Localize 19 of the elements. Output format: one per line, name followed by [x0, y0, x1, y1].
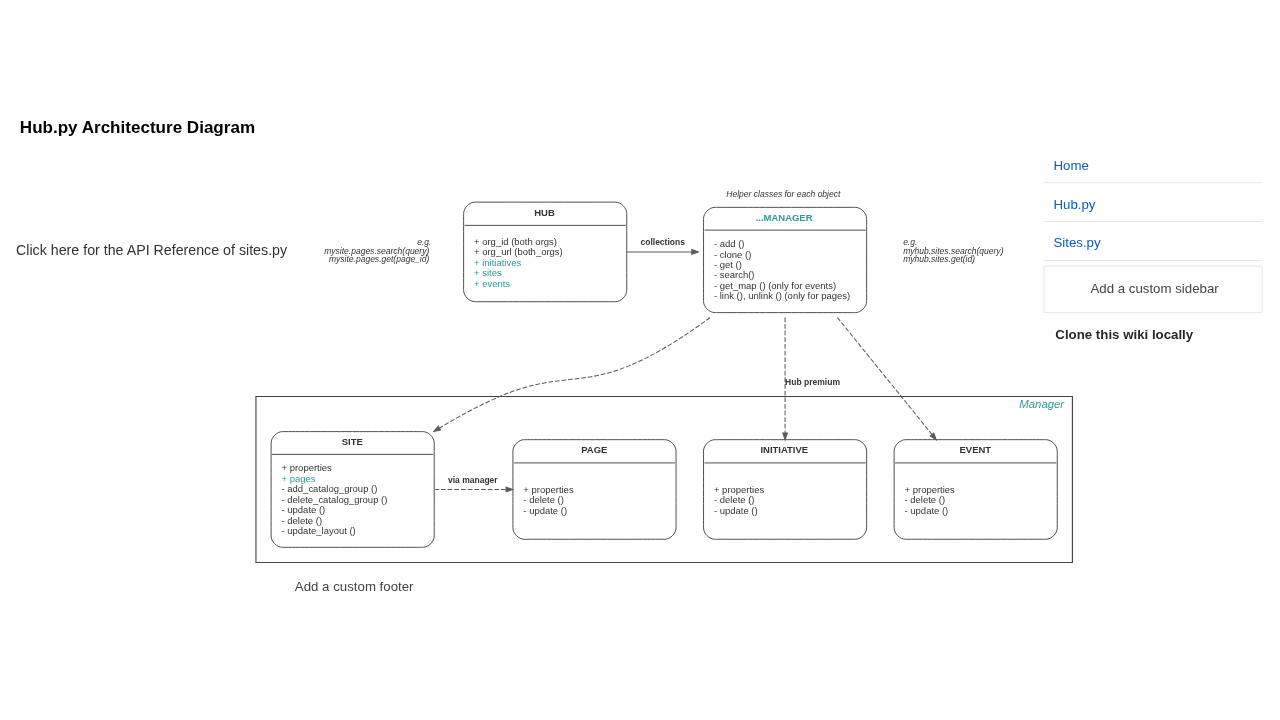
- node-label: Helper classes for each object: [726, 188, 841, 199]
- label: e.g. mysite.pages.search(query) mysite.pages.get(page_id): [324, 236, 432, 264]
- arrow: [432, 316, 711, 432]
- label: e.g. myhub.sites.search(query) myhub.sites.get(id): [903, 236, 1004, 264]
- diagram-title: Hub.py Architecture Diagram: [19, 117, 256, 137]
- arrow: [434, 485, 515, 493]
- arrow: [782, 316, 789, 441]
- label: Home: [1053, 157, 1089, 173]
- label: Sites.py: [1053, 234, 1101, 250]
- label: Clone this wiki locally: [1055, 326, 1194, 342]
- label: Add a custom sidebar: [1090, 280, 1219, 296]
- arrow: [626, 248, 700, 255]
- arrow: [836, 316, 938, 441]
- label: Hub.py: [1053, 195, 1096, 211]
- label: Click here for the API Reference of sites.py: [16, 241, 288, 258]
- edge-label: collections: [640, 236, 685, 247]
- edge-label: Hub premium: [785, 376, 840, 387]
- label: Add a custom footer: [294, 578, 414, 594]
- edge-label: via manager: [447, 474, 498, 485]
